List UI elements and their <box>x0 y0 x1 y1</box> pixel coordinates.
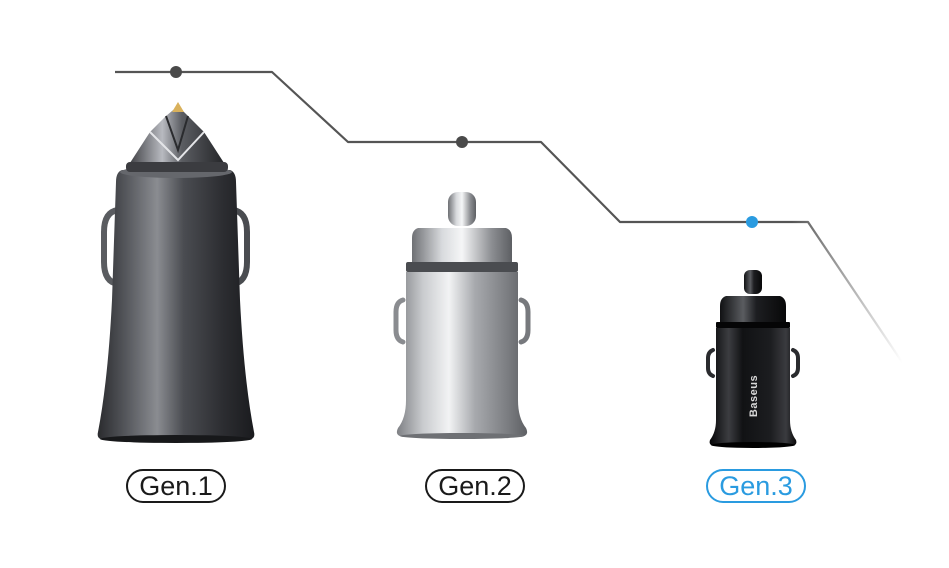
charger-gen3-cap <box>720 296 786 322</box>
charger-gen2-body <box>396 272 528 437</box>
charger-gen2 <box>393 192 531 439</box>
charger-gen3: Baseus <box>706 270 800 448</box>
timeline-node-gen1 <box>170 66 182 78</box>
gen2-label: Gen.2 <box>425 469 525 503</box>
charger-gen1-body <box>97 170 255 440</box>
charger-gen2-nib <box>448 192 476 226</box>
timeline-node-gen3 <box>746 216 758 228</box>
charger-gen1-clip-left <box>101 207 121 287</box>
charger-gen3-body <box>709 328 797 446</box>
timeline-line <box>115 70 903 363</box>
charger-gen1-spike-head <box>128 106 226 166</box>
gen3-label: Gen.3 <box>706 469 806 503</box>
charger-gen1 <box>97 102 255 443</box>
gen1-label: Gen.1 <box>126 469 226 503</box>
timeline <box>115 66 903 363</box>
timeline-node-gen2 <box>456 136 468 148</box>
charger-gen2-cap <box>412 228 512 262</box>
charger-gen3-nib <box>744 270 762 294</box>
charger-gen1-clip-right <box>230 207 250 287</box>
brand-logo: Baseus <box>748 375 760 417</box>
